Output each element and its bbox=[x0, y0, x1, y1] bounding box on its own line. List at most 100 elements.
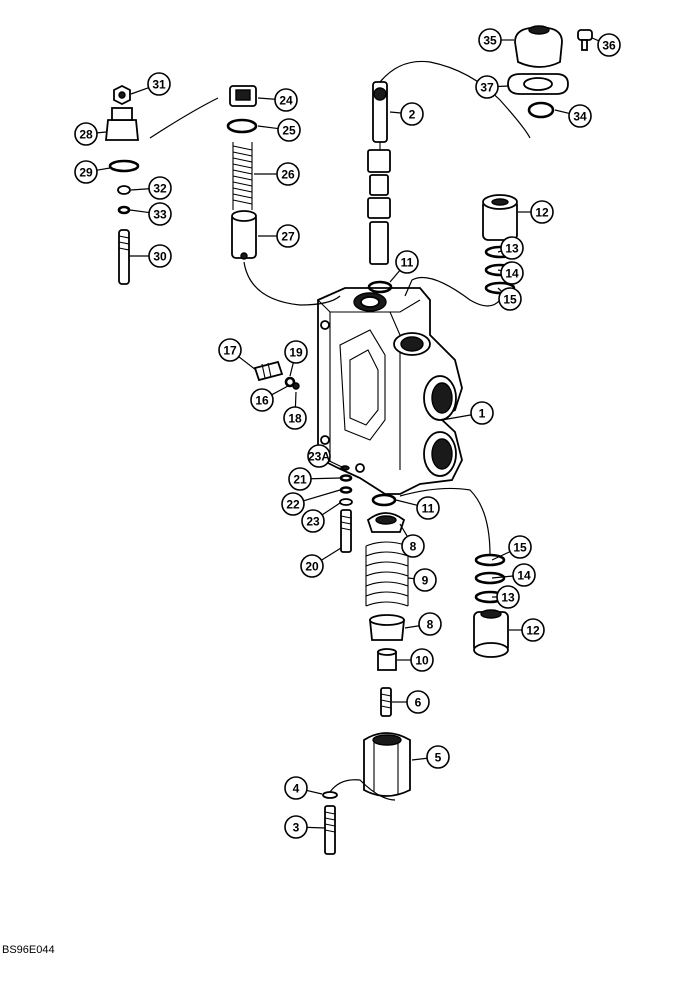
o-ring-lower-part bbox=[371, 493, 397, 507]
callout-circle bbox=[400, 102, 424, 126]
callout-number: 6 bbox=[415, 696, 422, 710]
callout-15: 15 bbox=[497, 287, 522, 311]
callout-leader-line bbox=[491, 551, 511, 561]
callout-number: 2 bbox=[409, 108, 416, 122]
callout-number: 8 bbox=[410, 540, 417, 554]
callout-number: 5 bbox=[435, 751, 442, 765]
callout-37: 37 bbox=[475, 75, 509, 99]
callout-27: 27 bbox=[258, 224, 300, 248]
callout-5: 5 bbox=[411, 745, 450, 769]
callout-number: 15 bbox=[503, 293, 517, 307]
callout-circle bbox=[148, 176, 172, 200]
callout-26: 26 bbox=[254, 162, 300, 186]
callout-33: 33 bbox=[129, 202, 172, 226]
callout-circle bbox=[307, 444, 331, 468]
callout-8: 8 bbox=[404, 612, 442, 636]
callout-22: 22 bbox=[281, 489, 341, 516]
callout-number: 12 bbox=[526, 624, 540, 638]
callout-circle bbox=[284, 776, 308, 800]
callout-leader-line bbox=[411, 757, 428, 761]
check-valve-upper-parts bbox=[482, 194, 518, 295]
callout-number: 24 bbox=[279, 94, 293, 108]
callout-circle bbox=[281, 492, 305, 516]
callout-17: 17 bbox=[218, 338, 257, 371]
callout-29: 29 bbox=[74, 160, 111, 184]
callout-number: 4 bbox=[293, 782, 300, 796]
callout-leader-line bbox=[271, 385, 289, 396]
callout-19: 19 bbox=[284, 340, 308, 377]
callout-number: 35 bbox=[483, 34, 497, 48]
callout-circle bbox=[413, 568, 437, 592]
callout-circle bbox=[410, 648, 434, 672]
callout-leader-line bbox=[303, 489, 341, 502]
callout-circle bbox=[416, 496, 440, 520]
callout-circle bbox=[301, 509, 325, 533]
callout-12: 12 bbox=[509, 618, 545, 642]
callout-circle bbox=[148, 244, 172, 268]
callout-number: 17 bbox=[223, 344, 237, 358]
callout-31: 31 bbox=[130, 72, 171, 96]
callout-11: 11 bbox=[389, 250, 419, 283]
callout-circle bbox=[500, 261, 524, 285]
callout-circle bbox=[597, 33, 621, 57]
callout-circle bbox=[512, 563, 536, 587]
callout-leader-line bbox=[294, 391, 297, 408]
callout-number: 21 bbox=[293, 473, 307, 487]
callout-9: 9 bbox=[407, 568, 437, 592]
callout-number: 37 bbox=[480, 81, 494, 95]
callout-13: 13 bbox=[492, 585, 520, 609]
callout-leader-line bbox=[395, 499, 418, 506]
callout-circle bbox=[395, 250, 419, 274]
callout-1: 1 bbox=[441, 401, 494, 425]
callout-leader-line bbox=[321, 502, 341, 516]
callout-number: 20 bbox=[305, 560, 319, 574]
callout-leader-line bbox=[591, 37, 600, 42]
callout-leader-line bbox=[404, 625, 420, 629]
callout-circle bbox=[277, 118, 301, 142]
callout-18: 18 bbox=[283, 391, 307, 430]
callout-leader-line bbox=[130, 87, 149, 95]
callout-leader-line bbox=[399, 523, 408, 537]
callout-circle bbox=[300, 554, 324, 578]
callout-number: 11 bbox=[422, 502, 435, 516]
callout-circle bbox=[250, 388, 274, 412]
callout-leader-line bbox=[289, 362, 294, 377]
callout-number: 14 bbox=[505, 267, 519, 281]
callout-leader-line bbox=[441, 414, 472, 421]
callout-number: 29 bbox=[79, 166, 93, 180]
callout-number: 10 bbox=[415, 654, 429, 668]
callout-number: 12 bbox=[535, 206, 549, 220]
callout-circle bbox=[147, 72, 171, 96]
callout-circle bbox=[218, 338, 242, 362]
spring-group-parts bbox=[365, 512, 409, 671]
valve-body-part bbox=[317, 287, 463, 495]
callout-number: 25 bbox=[282, 124, 296, 138]
callout-leader-line bbox=[328, 460, 345, 469]
callout-leader-line bbox=[491, 575, 514, 579]
callout-leader-line bbox=[389, 269, 401, 283]
callout-circle bbox=[276, 224, 300, 248]
callout-circle bbox=[521, 618, 545, 642]
callout-32: 32 bbox=[130, 176, 172, 200]
callout-leader-line bbox=[96, 167, 111, 171]
callout-circle bbox=[498, 287, 522, 311]
callout-circle bbox=[470, 401, 494, 425]
bolt-parts bbox=[322, 791, 338, 855]
callout-number: 16 bbox=[255, 394, 269, 408]
callout-leader-line bbox=[310, 477, 341, 480]
end-cap-parts bbox=[363, 687, 411, 797]
callout-leader-line bbox=[389, 111, 402, 114]
callout-layer: 1234568891011111212131314141515161718192… bbox=[74, 28, 621, 839]
callout-14: 14 bbox=[497, 261, 524, 285]
callout-leader-line bbox=[306, 826, 326, 829]
callout-circle bbox=[406, 690, 430, 714]
callout-leader-line bbox=[257, 97, 276, 100]
callout-number: 31 bbox=[152, 78, 166, 92]
adjuster-parts bbox=[253, 360, 353, 553]
callout-23: 23 bbox=[301, 502, 341, 533]
callout-circle bbox=[74, 160, 98, 184]
callout-leader-line bbox=[96, 131, 107, 134]
callout-leader-line bbox=[407, 577, 415, 580]
callout-leader-line bbox=[497, 287, 503, 293]
